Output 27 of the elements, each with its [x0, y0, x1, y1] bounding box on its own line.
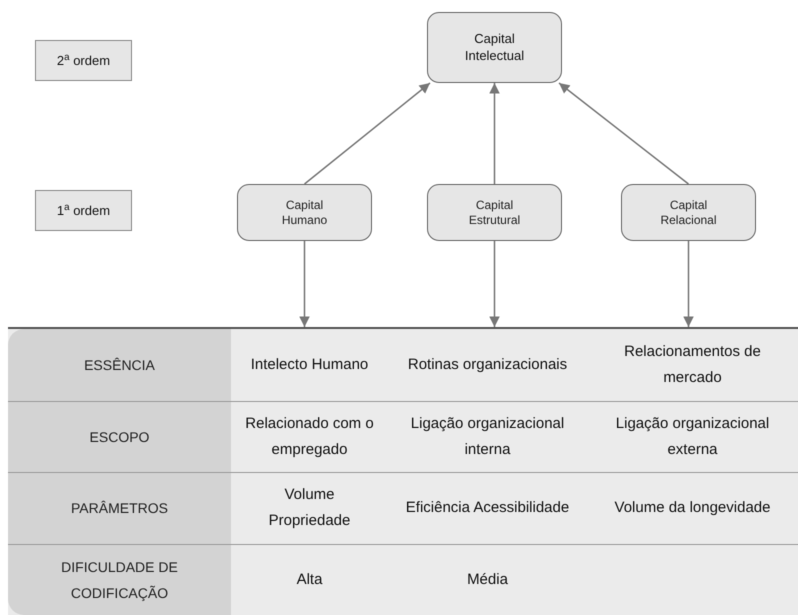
arrow	[299, 241, 310, 327]
arrow	[683, 241, 694, 327]
row-header: PARÂMETROS	[70, 499, 169, 518]
table-cell-text: Ligação organizacional interna	[410, 414, 566, 460]
table-cell-text: Volume Propriedade	[268, 485, 352, 531]
table-cell: Intelecto Humano	[231, 329, 388, 400]
level-box: 1$^{a}$ ordem	[35, 190, 132, 231]
table-cell-text: Ligação organizacional externa	[614, 414, 770, 460]
table-cell-text: Alta	[296, 570, 324, 590]
table-cell: Rotinas organizacionais	[388, 329, 587, 400]
arrow	[489, 241, 500, 327]
table-cell-text: Média	[466, 570, 509, 590]
arrow	[489, 83, 500, 184]
process-box: Capital Relacional	[621, 184, 756, 241]
level-box: 2$^{a}$ ordem	[35, 40, 132, 81]
row-header: ESCOPO	[88, 428, 150, 446]
table-cell-text: Relacionado com o empregado	[244, 414, 375, 460]
table-cell-text: Eficiência Acessibilidade	[404, 498, 570, 518]
process-box: Capital Estrutural	[427, 184, 562, 241]
row-header: ESSÊNCIA	[83, 356, 156, 374]
row-header: DIFICULDADE DE CODIFICAÇÃO	[60, 558, 179, 603]
table-cell: Relacionamentos de mercado	[587, 329, 798, 400]
table-cell-text: Volume da longevidade	[614, 498, 772, 518]
arrow	[304, 82, 430, 185]
process-box: Capital Humano	[237, 184, 372, 241]
arrow	[558, 82, 689, 185]
process-box: Capital Intelectual	[427, 12, 562, 83]
